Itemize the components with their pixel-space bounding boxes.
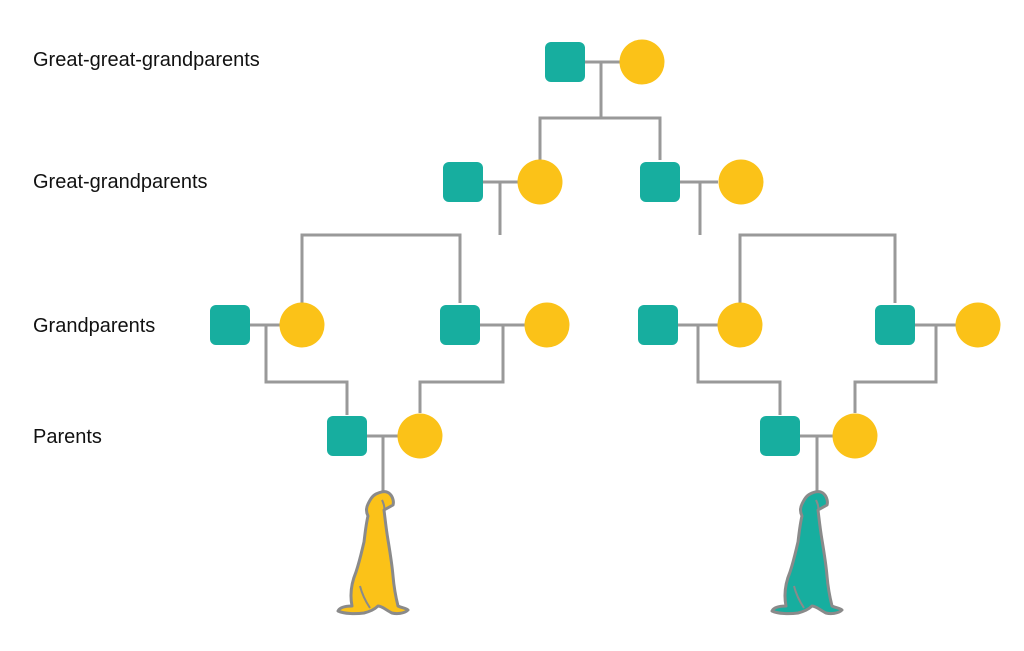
grandmother-circle-1	[279, 302, 325, 348]
dog-teal-ear	[815, 499, 820, 513]
sibling-line-g4	[538, 116, 662, 160]
great-great-grandmother-circle	[619, 39, 665, 85]
grandfather-square-3	[638, 305, 678, 345]
dog-yellow-leg	[359, 585, 371, 609]
dog-teal-silhouette	[770, 490, 844, 616]
sibling-line-g3-left	[300, 233, 462, 323]
descent-line-g2-1	[264, 325, 349, 415]
grandfather-square-4	[875, 305, 915, 345]
connector-lines	[250, 60, 956, 505]
label-great-grandparents: Great-grandparents	[33, 171, 208, 193]
dog-yellow	[336, 490, 410, 616]
mother-left-circle	[397, 413, 443, 459]
sibling-line-g3-right	[738, 233, 897, 303]
dog-teal-leg	[793, 585, 805, 609]
descent-line-g2-3	[696, 325, 782, 415]
grandmother-circle-3	[717, 302, 763, 348]
dog-yellow-silhouette	[336, 490, 410, 616]
grandmother-circle-4	[955, 302, 1001, 348]
label-great-great-grandparents: Great-great-grandparents	[33, 49, 260, 71]
pedigree-nodes	[210, 39, 1001, 459]
great-grandmother-right-circle	[718, 159, 764, 205]
descent-line-g2-4	[853, 325, 938, 413]
great-great-grandfather-square	[545, 42, 585, 82]
label-parents: Parents	[33, 426, 102, 448]
dog-yellow-ear	[381, 499, 386, 513]
father-left-square	[327, 416, 367, 456]
label-grandparents: Grandparents	[33, 315, 156, 337]
father-right-square	[760, 416, 800, 456]
offspring-dogs	[336, 490, 844, 616]
grandfather-square-2	[440, 305, 480, 345]
dog-teal	[770, 490, 844, 616]
grandmother-circle-2	[524, 302, 570, 348]
descent-line-g2-2	[418, 325, 505, 413]
grandfather-square-1	[210, 305, 250, 345]
great-grandfather-right-square	[640, 162, 680, 202]
great-grandfather-left-square	[443, 162, 483, 202]
great-grandmother-left-circle	[517, 159, 563, 205]
mother-right-circle	[832, 413, 878, 459]
